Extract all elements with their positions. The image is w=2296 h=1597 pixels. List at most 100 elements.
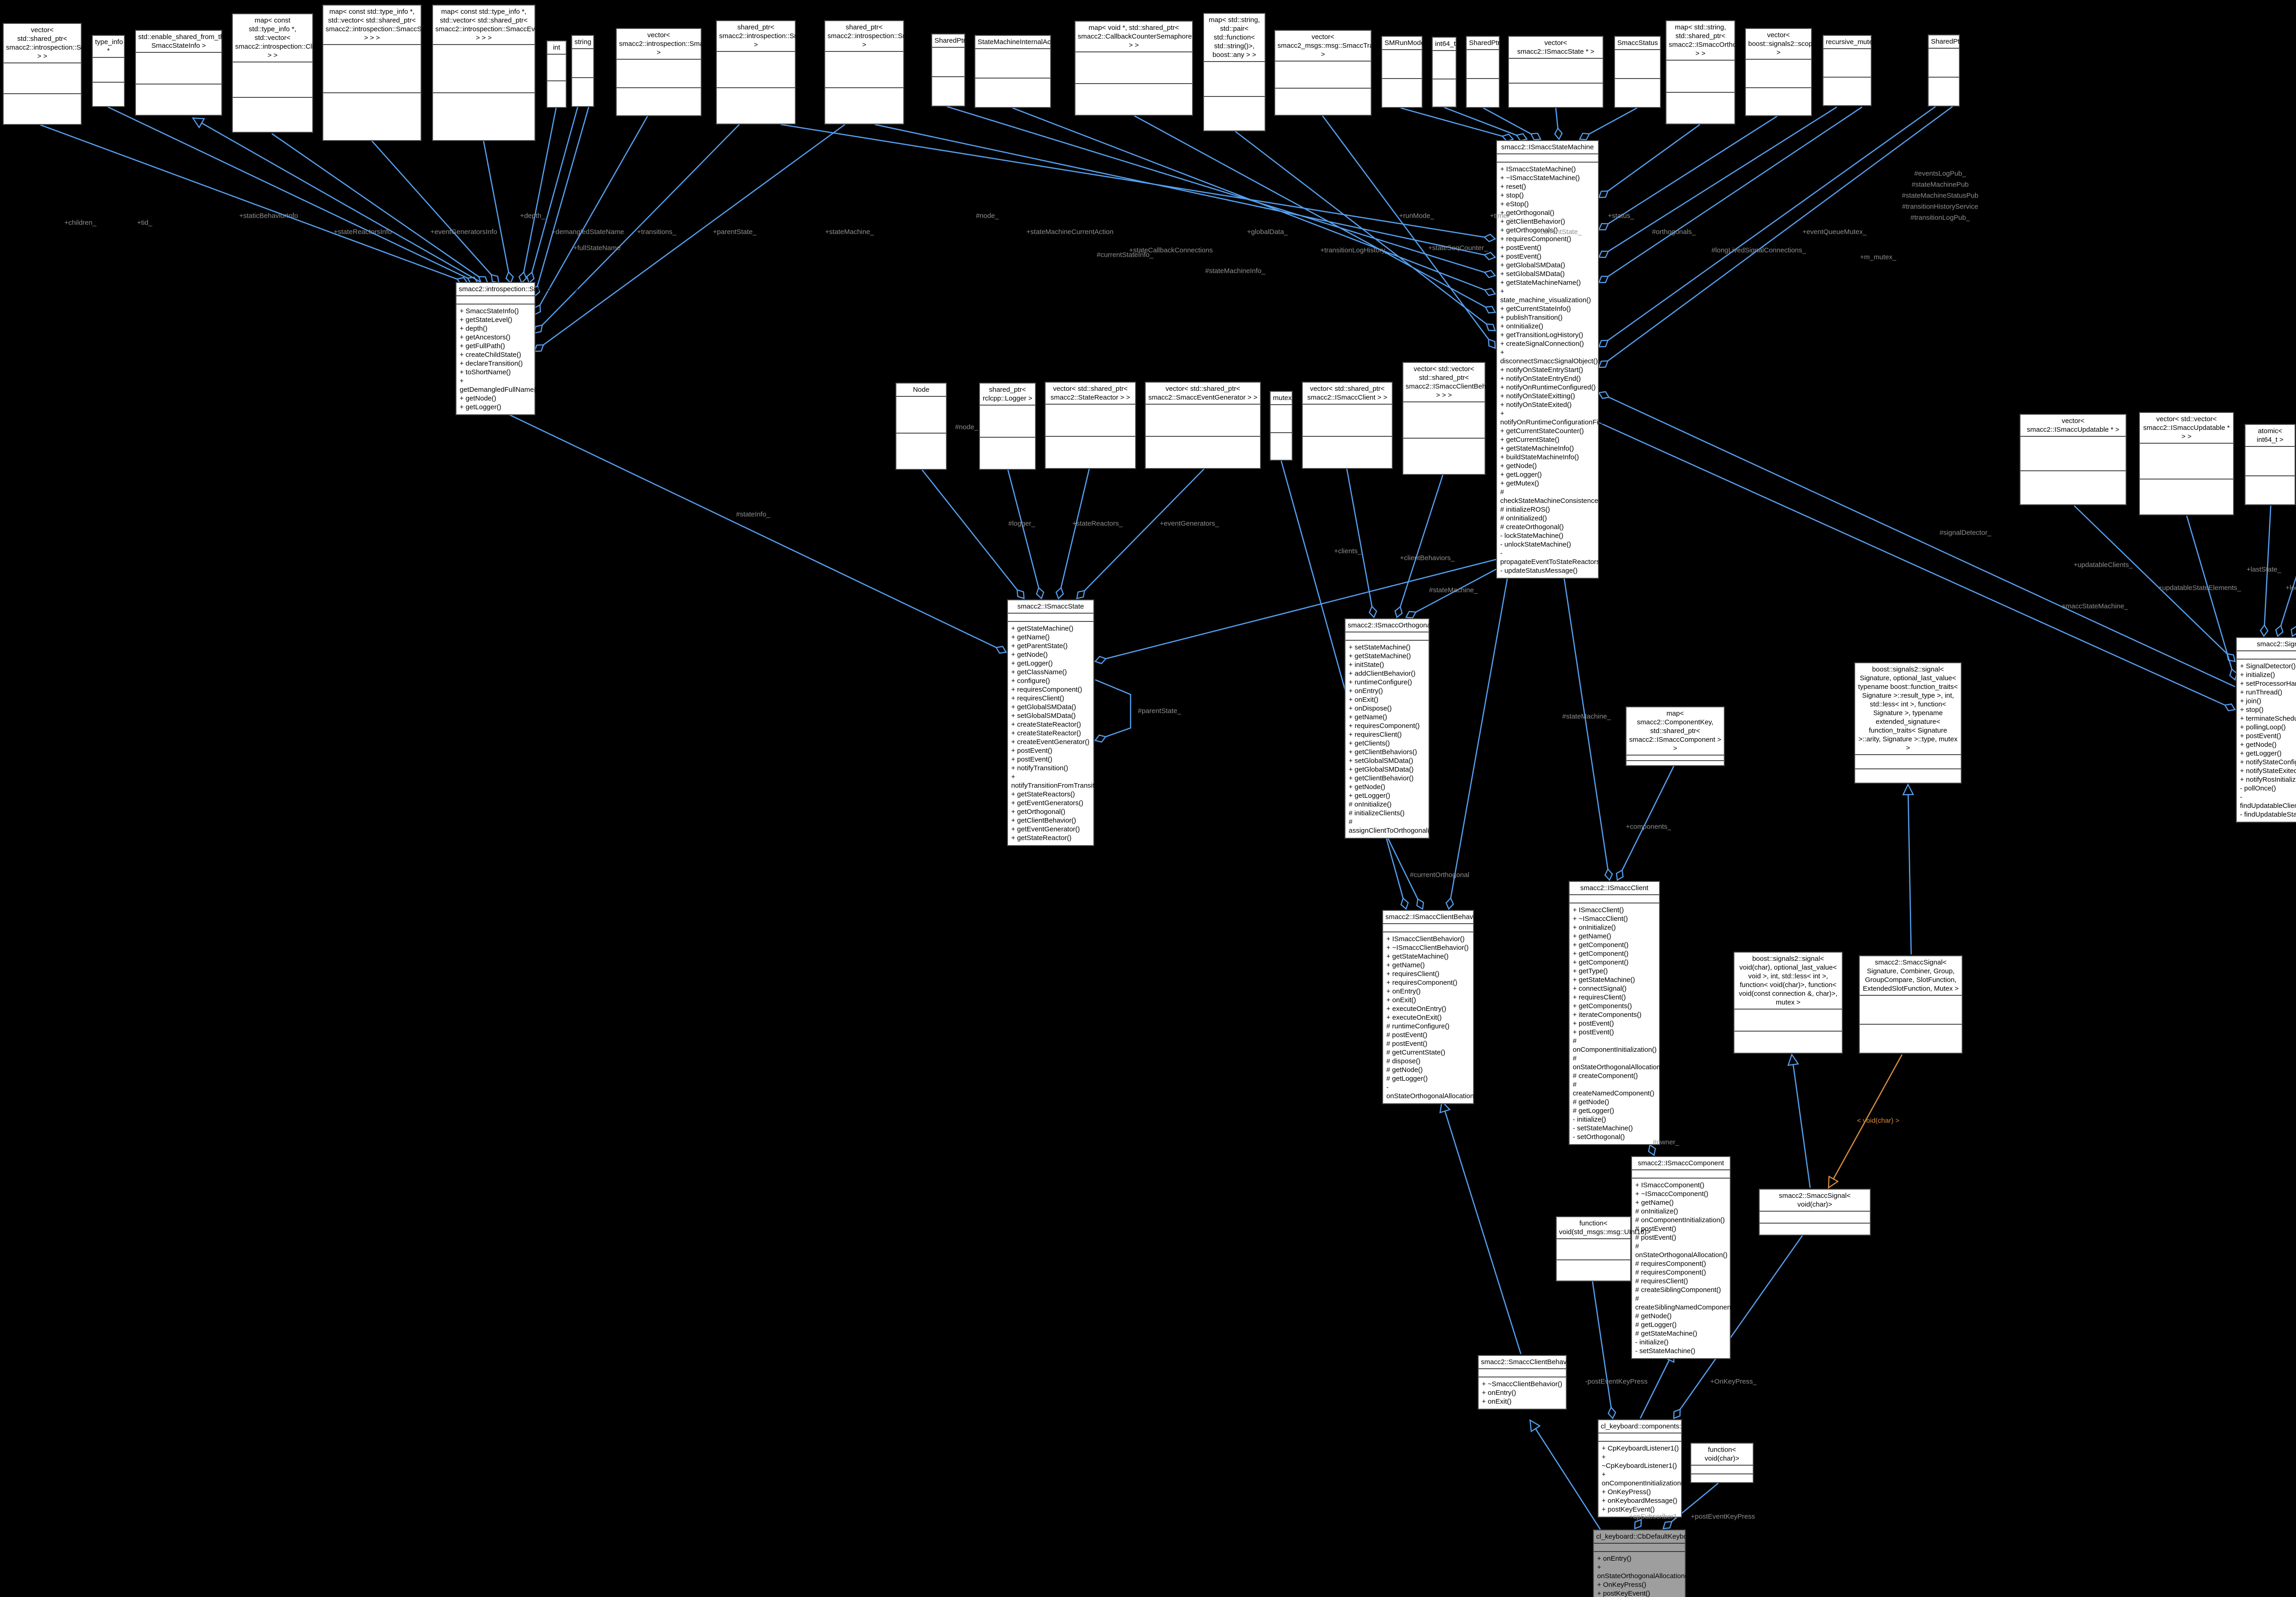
aggregation-diamond-icon [534, 324, 543, 334]
class-box-shared-ptr-1[interactable]: SharedPtr [931, 34, 966, 107]
method-row: + pollingLoop() [2240, 723, 2286, 731]
class-box-map-component-key-ismacc-component[interactable]: map< smacc2::ComponentKey, std::shared_p… [1626, 706, 1725, 766]
class-box-smacc-status[interactable]: SmaccStatus [1614, 36, 1661, 108]
edge-label: #logger_ [1008, 519, 1035, 528]
class-box-cp-keyboard-listener1[interactable]: cl_keyboard::components::CpKeyboardListe… [1598, 1419, 1750, 1518]
class-box-function-void-uint16[interactable]: function< void(std_msgs::msg::UInt16)> [1556, 1216, 1651, 1281]
class-box-shared-ptr-logger[interactable]: shared_ptr< rclcpp::Logger > [979, 383, 1036, 470]
class-box-vector-smacc-event-generator[interactable]: vector< std::shared_ptr< smacc2::SmaccEv… [1145, 382, 1261, 469]
method-row: # onInitialize() [1349, 801, 1392, 808]
attributes-compartment [1479, 1369, 1566, 1377]
edge-label: +eventQueueMutex_ [1802, 228, 1867, 236]
edge-label: -smaccStateMachine_ [2060, 602, 2128, 610]
method-row: + connectSignal() [1573, 985, 1627, 993]
class-title: atomic< int64_t > [2257, 427, 2284, 444]
method-row: + getStateLevel() [460, 316, 512, 324]
class-box-ismacc-state[interactable]: smacc2::ISmaccState+ getStateMachine()+ … [1007, 599, 1135, 846]
class-box-smacc-state-info[interactable]: smacc2::introspection::SmaccStateInfo+ S… [456, 282, 578, 415]
class-box-boost-signal-template[interactable]: boost::signals2::signal< Signature, opti… [1854, 662, 1962, 784]
class-box-vector-smacc-transition-log-entry[interactable]: vector< smacc2_msgs::msg::SmaccTransitio… [1274, 30, 1421, 116]
class-box-string[interactable]: string [571, 35, 594, 107]
empty-compartment [1557, 1259, 1630, 1281]
attributes-compartment [1345, 632, 1429, 641]
method-row: + requiresComponent() [1386, 979, 1458, 987]
method-row: + disconnectSmaccSignalObject() [1500, 349, 1598, 365]
attributes-compartment [456, 296, 535, 305]
class-box-node[interactable]: Node [895, 383, 947, 470]
empty-compartment [1204, 61, 1265, 96]
class-box-ismacc-component[interactable]: smacc2::ISmaccComponent+ ISmaccComponent… [1631, 1156, 1738, 1359]
empty-compartment [1760, 1211, 1870, 1223]
class-box-enable-shared-from-this[interactable]: std::enable_shared_from_this< SmaccState… [135, 30, 233, 116]
method-row: + notifyOnStateEntryStart() [1500, 366, 1583, 374]
class-box-shared-ptr-smacc-state-machine-info[interactable]: shared_ptr< smacc2::introspection::Smacc… [824, 20, 973, 124]
empty-compartment [617, 59, 701, 87]
empty-compartment [2020, 470, 2126, 505]
class-box-smacc-client-behavior[interactable]: smacc2::SmaccClientBehavior+ ~SmaccClien… [1478, 1355, 1574, 1410]
relation-edge [1639, 1350, 1675, 1419]
class-box-vector-ismacc-updatable[interactable]: vector< smacc2::ISmaccUpdatable * > [2020, 414, 2127, 505]
class-box-recursive-mutex[interactable]: recursive_mutex [1823, 35, 1876, 106]
class-box-vector-smacc-transition-info[interactable]: vector< smacc2::introspection::SmaccTran… [616, 28, 752, 116]
relation-edge [1598, 392, 2235, 688]
class-title: vector< std::shared_ptr< smacc2::introsp… [6, 26, 125, 60]
class-box-vector-vector-ismacc-updatable[interactable]: vector< std::vector< smacc2::ISmaccUpdat… [2139, 412, 2234, 515]
class-title: vector< std::shared_ptr< smacc2::StateRe… [1050, 385, 1131, 401]
class-box-shared-ptr-smacc-state-info[interactable]: shared_ptr< smacc2::introspection::Smacc… [716, 20, 838, 124]
class-box-boost-signal-void-char[interactable]: boost::signals2::signal< void(char), opt… [1733, 952, 1843, 1054]
empty-compartment [1860, 1024, 1962, 1053]
class-box-smacc-signal-void-char[interactable]: smacc2::SmaccSignal< void(char)> [1759, 1189, 1871, 1236]
method-row: + buildStateMachineInfo() [1500, 453, 1579, 461]
method-row: + terminateScheduler() [2240, 715, 2296, 722]
class-box-map-callback-counter-semaphore[interactable]: map< void *, std::shared_ptr< smacc2::Ca… [1075, 21, 1193, 116]
class-box-sm-run-mode[interactable]: SMRunMode [1381, 36, 1425, 108]
class-box-signal-detector[interactable]: smacc2::SignalDetector+ SignalDetector()… [2236, 637, 2296, 823]
class-box-smacc-signal-template[interactable]: smacc2::SmaccSignal< Signature, Combiner… [1859, 955, 1963, 1054]
class-box-map-state-reactor-info[interactable]: map< const std::type_info *, std::vector… [322, 5, 469, 141]
class-box-shared-ptr-2[interactable]: SharedPtr [1466, 36, 1500, 108]
class-box-type-info[interactable]: type_info * [92, 35, 125, 107]
method-row: + getClientBehavior() [1349, 774, 1414, 782]
class-box-function-void-char[interactable]: function< void(char)> [1690, 1443, 1754, 1483]
class-box-int64-t[interactable]: int64_t [1432, 37, 1457, 107]
class-box-vector-ismacc-state-ptr[interactable]: vector< smacc2::ISmaccState * > [1508, 36, 1604, 108]
class-box-mutex[interactable]: mutex [1270, 391, 1293, 461]
class-title: smacc2::ISmaccClient [1570, 882, 1659, 895]
class-box-shared-ptr-3[interactable]: SharedPtr [1928, 34, 1962, 107]
relation-edge [107, 106, 478, 284]
class-box-map-string-ismacc-orthogonal[interactable]: map< std::string, std::shared_ptr< smacc… [1666, 20, 1753, 124]
method-row: + createStateReactor() [1011, 721, 1081, 728]
edge-label: #transitionHistoryService [1902, 203, 1978, 211]
inheritance-arrow-icon [1439, 1100, 1451, 1114]
class-box-vector-scoped-connection[interactable]: vector< boost::signals2::scoped_connecti… [1745, 28, 1857, 116]
edge-label: #stateMachine_ [1562, 712, 1611, 721]
class-box-vector-state-reactor[interactable]: vector< std::shared_ptr< smacc2::StateRe… [1045, 382, 1136, 469]
class-box-ismacc-client-behavior[interactable]: smacc2::ISmaccClientBehavior+ ISmaccClie… [1382, 910, 1481, 1104]
class-box-vector-vector-ismacc-client-behavior[interactable]: vector< std::vector< std::shared_ptr< sm… [1402, 362, 1501, 475]
relation-edge [521, 107, 557, 283]
method-row: + onStateOrthogonalAllocation() [1597, 1563, 1689, 1580]
method-row: + getNode() [1011, 651, 1048, 659]
class-box-map-event-generator-info[interactable]: map< const std::type_info *, std::vector… [432, 5, 587, 141]
class-box-map-string-pair-function-any[interactable]: map< std::string, std::pair< std::functi… [1203, 13, 1266, 131]
method-row: # onComponentInitialization() [1635, 1216, 1725, 1224]
method-row: + getClassName() [1011, 668, 1067, 676]
class-box-state-machine-internal-action[interactable]: StateMachineInternalAction [974, 35, 1062, 108]
empty-compartment [1433, 78, 1456, 107]
class-box-atomic-int64[interactable]: atomic< int64_t > [2245, 424, 2296, 505]
class-box-cb-default-keyboard-behavior[interactable]: cl_keyboard::CbDefaultKeyboardBehavior+ … [1593, 1529, 1724, 1597]
class-box-ismacc-client[interactable]: smacc2::ISmaccClient+ ISmaccClient()+ ~I… [1569, 881, 1665, 1145]
class-box-ismacc-orthogonal[interactable]: smacc2::ISmaccOrthogonal+ setStateMachin… [1345, 618, 1432, 839]
class-box-int[interactable]: int [546, 40, 567, 108]
edge-label: +stateReactorsInfo [333, 228, 392, 236]
method-row: - setOrthogonal() [1573, 1133, 1625, 1141]
method-row: + reset() [1500, 183, 1526, 191]
class-box-vector-shared-ptr-smacc-state-info[interactable]: vector< std::shared_ptr< smacc2::introsp… [3, 23, 125, 125]
aggregation-diamond-icon [2224, 703, 2236, 711]
class-box-ismacc-state-machine[interactable]: smacc2::ISmaccStateMachine+ ISmaccStateM… [1496, 140, 1623, 579]
class-box-map-client-behavior-info-entry[interactable]: map< const std::type_info *, std::vector… [232, 13, 378, 133]
class-box-vector-ismacc-client[interactable]: vector< std::shared_ptr< smacc2::ISmaccC… [1302, 382, 1393, 469]
relation-edge [1076, 468, 1204, 599]
relation-edge [1598, 106, 1837, 258]
method-row: + getStateReactor() [1011, 834, 1072, 842]
